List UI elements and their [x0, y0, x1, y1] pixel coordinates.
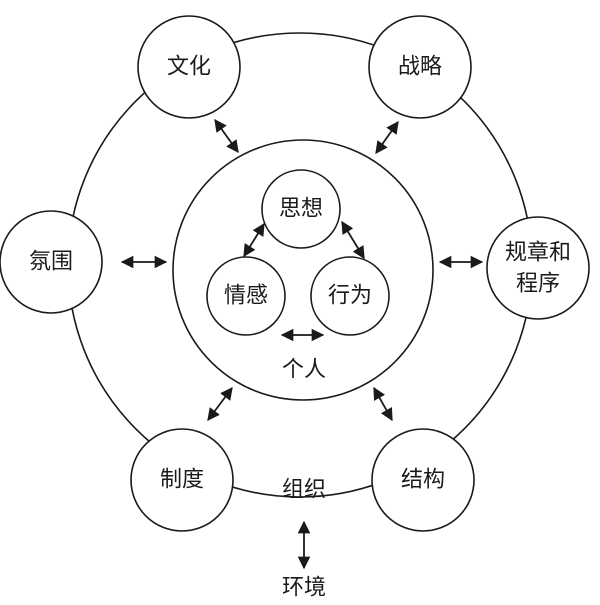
behavior-circle — [310, 256, 390, 336]
culture-label: 文化 — [167, 55, 211, 80]
arrow-system-individual — [207, 386, 233, 422]
emotion-label: 情感 — [224, 284, 268, 309]
organization-label: 组织 — [282, 478, 326, 503]
culture-circle — [137, 15, 241, 119]
arrow-structure-individual — [373, 386, 393, 422]
climate-label: 氛围 — [29, 250, 73, 275]
individual-label: 个人 — [282, 358, 326, 383]
structure-label: 结构 — [401, 468, 445, 493]
arrow-strategy-individual — [375, 120, 399, 155]
arrow-thought-emotion — [243, 222, 265, 258]
arrow-culture-individual — [214, 118, 239, 154]
rules-circle — [486, 216, 590, 320]
rules-label-line2: 程序 — [516, 272, 560, 297]
individual-circle — [172, 139, 434, 401]
system-circle — [130, 428, 234, 532]
strategy-label: 战略 — [398, 55, 442, 80]
thought-circle — [261, 169, 341, 249]
arrow-thought-behavior — [341, 220, 365, 260]
structure-circle — [371, 428, 475, 532]
strategy-circle — [368, 15, 472, 119]
emotion-circle — [206, 256, 286, 336]
thought-label: 思想 — [279, 197, 323, 222]
rules-label-line1: 规章和 — [505, 241, 571, 266]
behavior-label: 行为 — [328, 284, 372, 309]
system-label: 制度 — [160, 468, 204, 493]
environment-label: 环境 — [282, 576, 326, 601]
climate-circle — [0, 210, 103, 314]
